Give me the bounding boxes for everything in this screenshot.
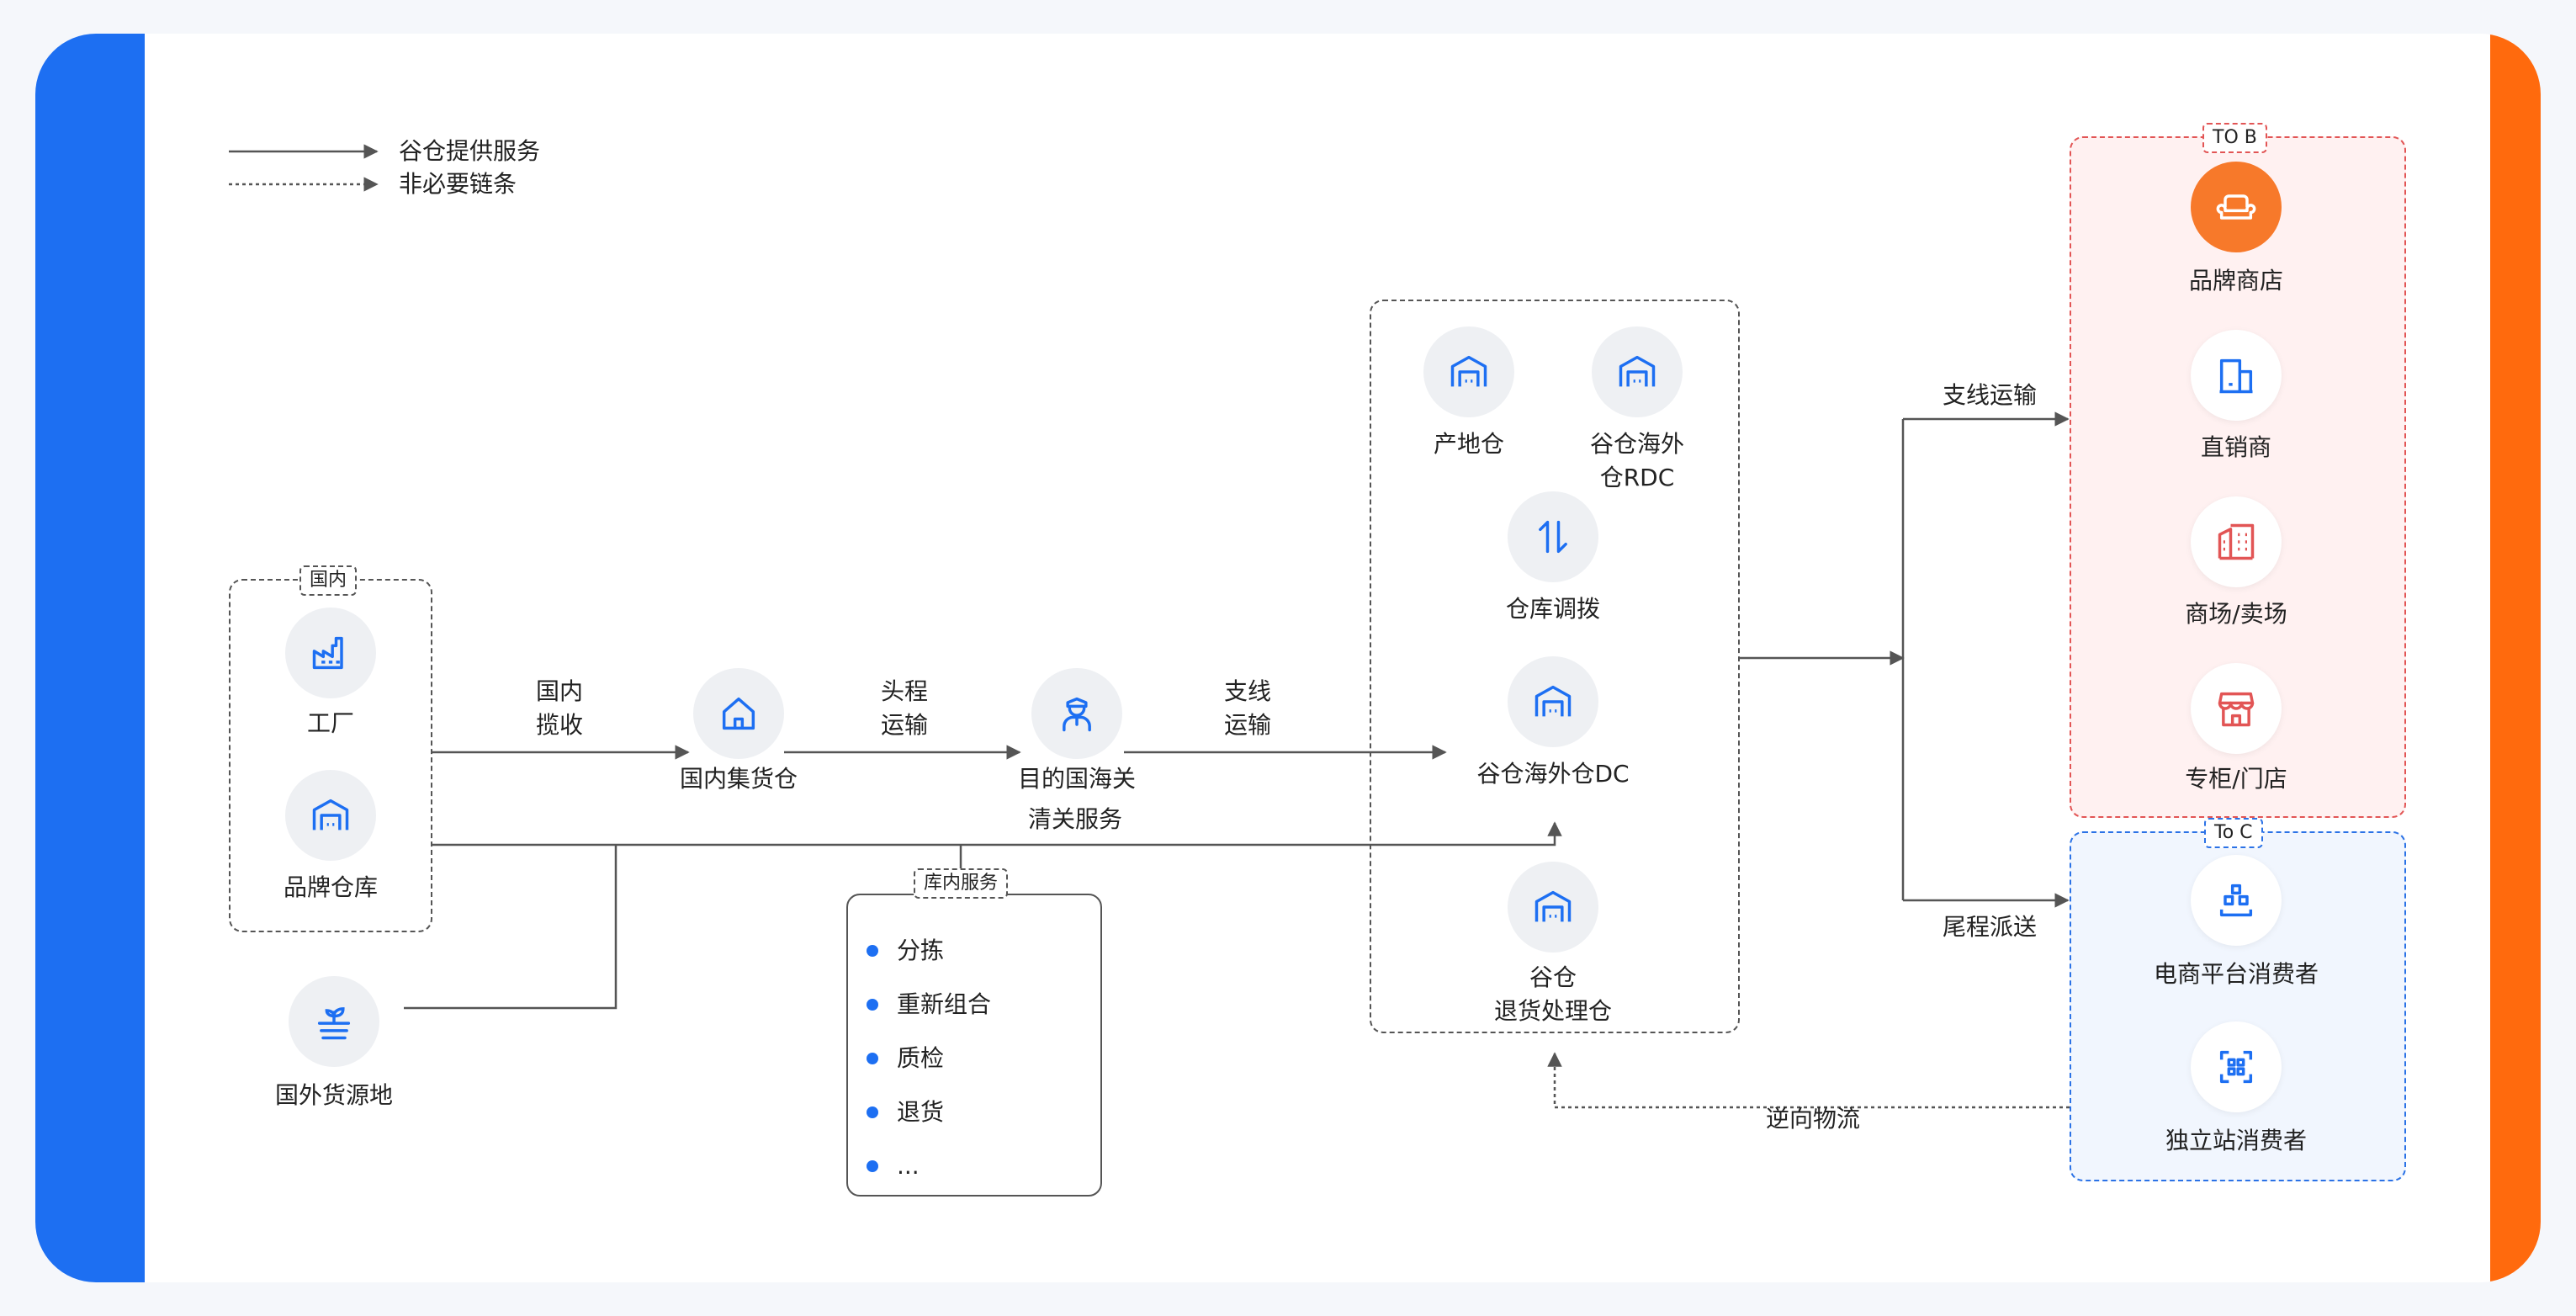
returns-warehouse-node (1508, 862, 1598, 953)
standalone-site-consumer-node (2191, 1021, 2282, 1112)
transfer-label: 仓库调拨 (1505, 595, 1600, 623)
sofa-icon (2216, 194, 2256, 220)
rdc-label: 谷仓海外 仓RDC (1589, 430, 1684, 491)
overseas-source-label: 国外货源地 (274, 1081, 393, 1109)
direct-seller-node (2191, 330, 2282, 421)
standalone-site-consumer-label: 独立站消费者 (2165, 1127, 2307, 1154)
legend-solid-label: 谷仓提供服务 (399, 137, 541, 165)
bullet-dot (867, 1160, 878, 1172)
to-c-tag: To C (2204, 818, 2263, 848)
bullet-dot (867, 1106, 878, 1118)
overseas-source-link (404, 845, 617, 1010)
brand-store-node (2191, 162, 2282, 252)
factory-icon (312, 636, 343, 670)
bullet-dot (867, 1053, 878, 1064)
warehouse-icon (1534, 890, 1572, 922)
overseas-warehouse-group (1370, 300, 1740, 1033)
customs-node (1031, 668, 1122, 759)
warehouse-icon (1619, 355, 1656, 387)
apps-grid-icon (2219, 884, 2253, 917)
customs-label: 目的国海关 (1017, 765, 1136, 793)
origin-warehouse-node (1423, 326, 1514, 417)
consolidation-node (693, 668, 784, 759)
service-item: ... (867, 1139, 991, 1193)
mall-node (2191, 496, 2282, 587)
direct-seller-label: 直销商 (2200, 433, 2271, 461)
service-item: 分拣 (867, 924, 991, 978)
factory-label: 工厂 (306, 709, 354, 737)
to-b-tag: TO B (2202, 123, 2267, 153)
right-accent-bar (2490, 34, 2541, 1282)
warehouse-services-card: 分拣 重新组合 质检 退货 ... (846, 894, 1102, 1197)
warehouse-services-tag: 库内服务 (914, 868, 1009, 899)
branch-transport-label: 支线运输 (1942, 381, 2037, 409)
warehouse-icon (312, 799, 349, 830)
ecommerce-consumer-label: 电商平台消费者 (2153, 960, 2319, 988)
bullet-dot (867, 945, 878, 957)
counter-store-label: 专柜/门店 (2185, 765, 2287, 793)
house-icon (722, 697, 755, 730)
transfer-node (1508, 491, 1598, 582)
consolidation-label: 国内集货仓 (679, 765, 798, 793)
scan-grid-icon (2219, 1050, 2253, 1084)
brand-warehouse-to-dc (431, 821, 1562, 846)
mall-building-icon (2218, 523, 2255, 560)
dc-node (1508, 656, 1598, 747)
left-accent-bar (35, 34, 145, 1282)
first-leg-label: 头程 运输 (880, 677, 928, 739)
overseas-source-node (289, 976, 379, 1067)
clearance-label: 清关服务 (1027, 805, 1122, 833)
warehouse-icon (1450, 355, 1487, 387)
rdc-node (1592, 326, 1683, 417)
transfer-arrows-icon (1539, 520, 1567, 554)
domestic-tag: 国内 (299, 565, 358, 596)
brand-warehouse-node (285, 770, 376, 861)
domestic-pickup-label: 国内 揽收 (535, 677, 583, 739)
dc-label: 谷仓海外仓DC (1476, 760, 1630, 788)
brand-warehouse-label: 品牌仓库 (283, 873, 378, 901)
factory-node (285, 608, 376, 698)
service-item: 重新组合 (867, 978, 991, 1032)
service-item: 退货 (867, 1085, 991, 1139)
reverse-logistics-line (1547, 1052, 2070, 1109)
sprout-icon (317, 1007, 351, 1040)
building-icon (2219, 358, 2253, 394)
mall-label: 商场/卖场 (2185, 600, 2287, 628)
reverse-logistics-label: 逆向物流 (1765, 1105, 1860, 1133)
customs-officer-icon (1063, 697, 1091, 732)
bullet-dot (867, 999, 878, 1011)
storefront-icon (2218, 692, 2255, 727)
legend-dotted-label: 非必要链条 (399, 170, 517, 198)
last-mile-label: 尾程派送 (1942, 913, 2037, 941)
service-item: 质检 (867, 1032, 991, 1085)
brand-store-label: 品牌商店 (2188, 267, 2283, 295)
branch-line-label: 支线 运输 (1223, 677, 1271, 739)
returns-warehouse-label: 谷仓 退货处理仓 (1493, 963, 1612, 1025)
counter-store-node (2191, 663, 2282, 754)
ecommerce-consumer-node (2191, 855, 2282, 946)
origin-warehouse-label: 产地仓 (1433, 430, 1504, 458)
warehouse-icon (1534, 685, 1572, 717)
